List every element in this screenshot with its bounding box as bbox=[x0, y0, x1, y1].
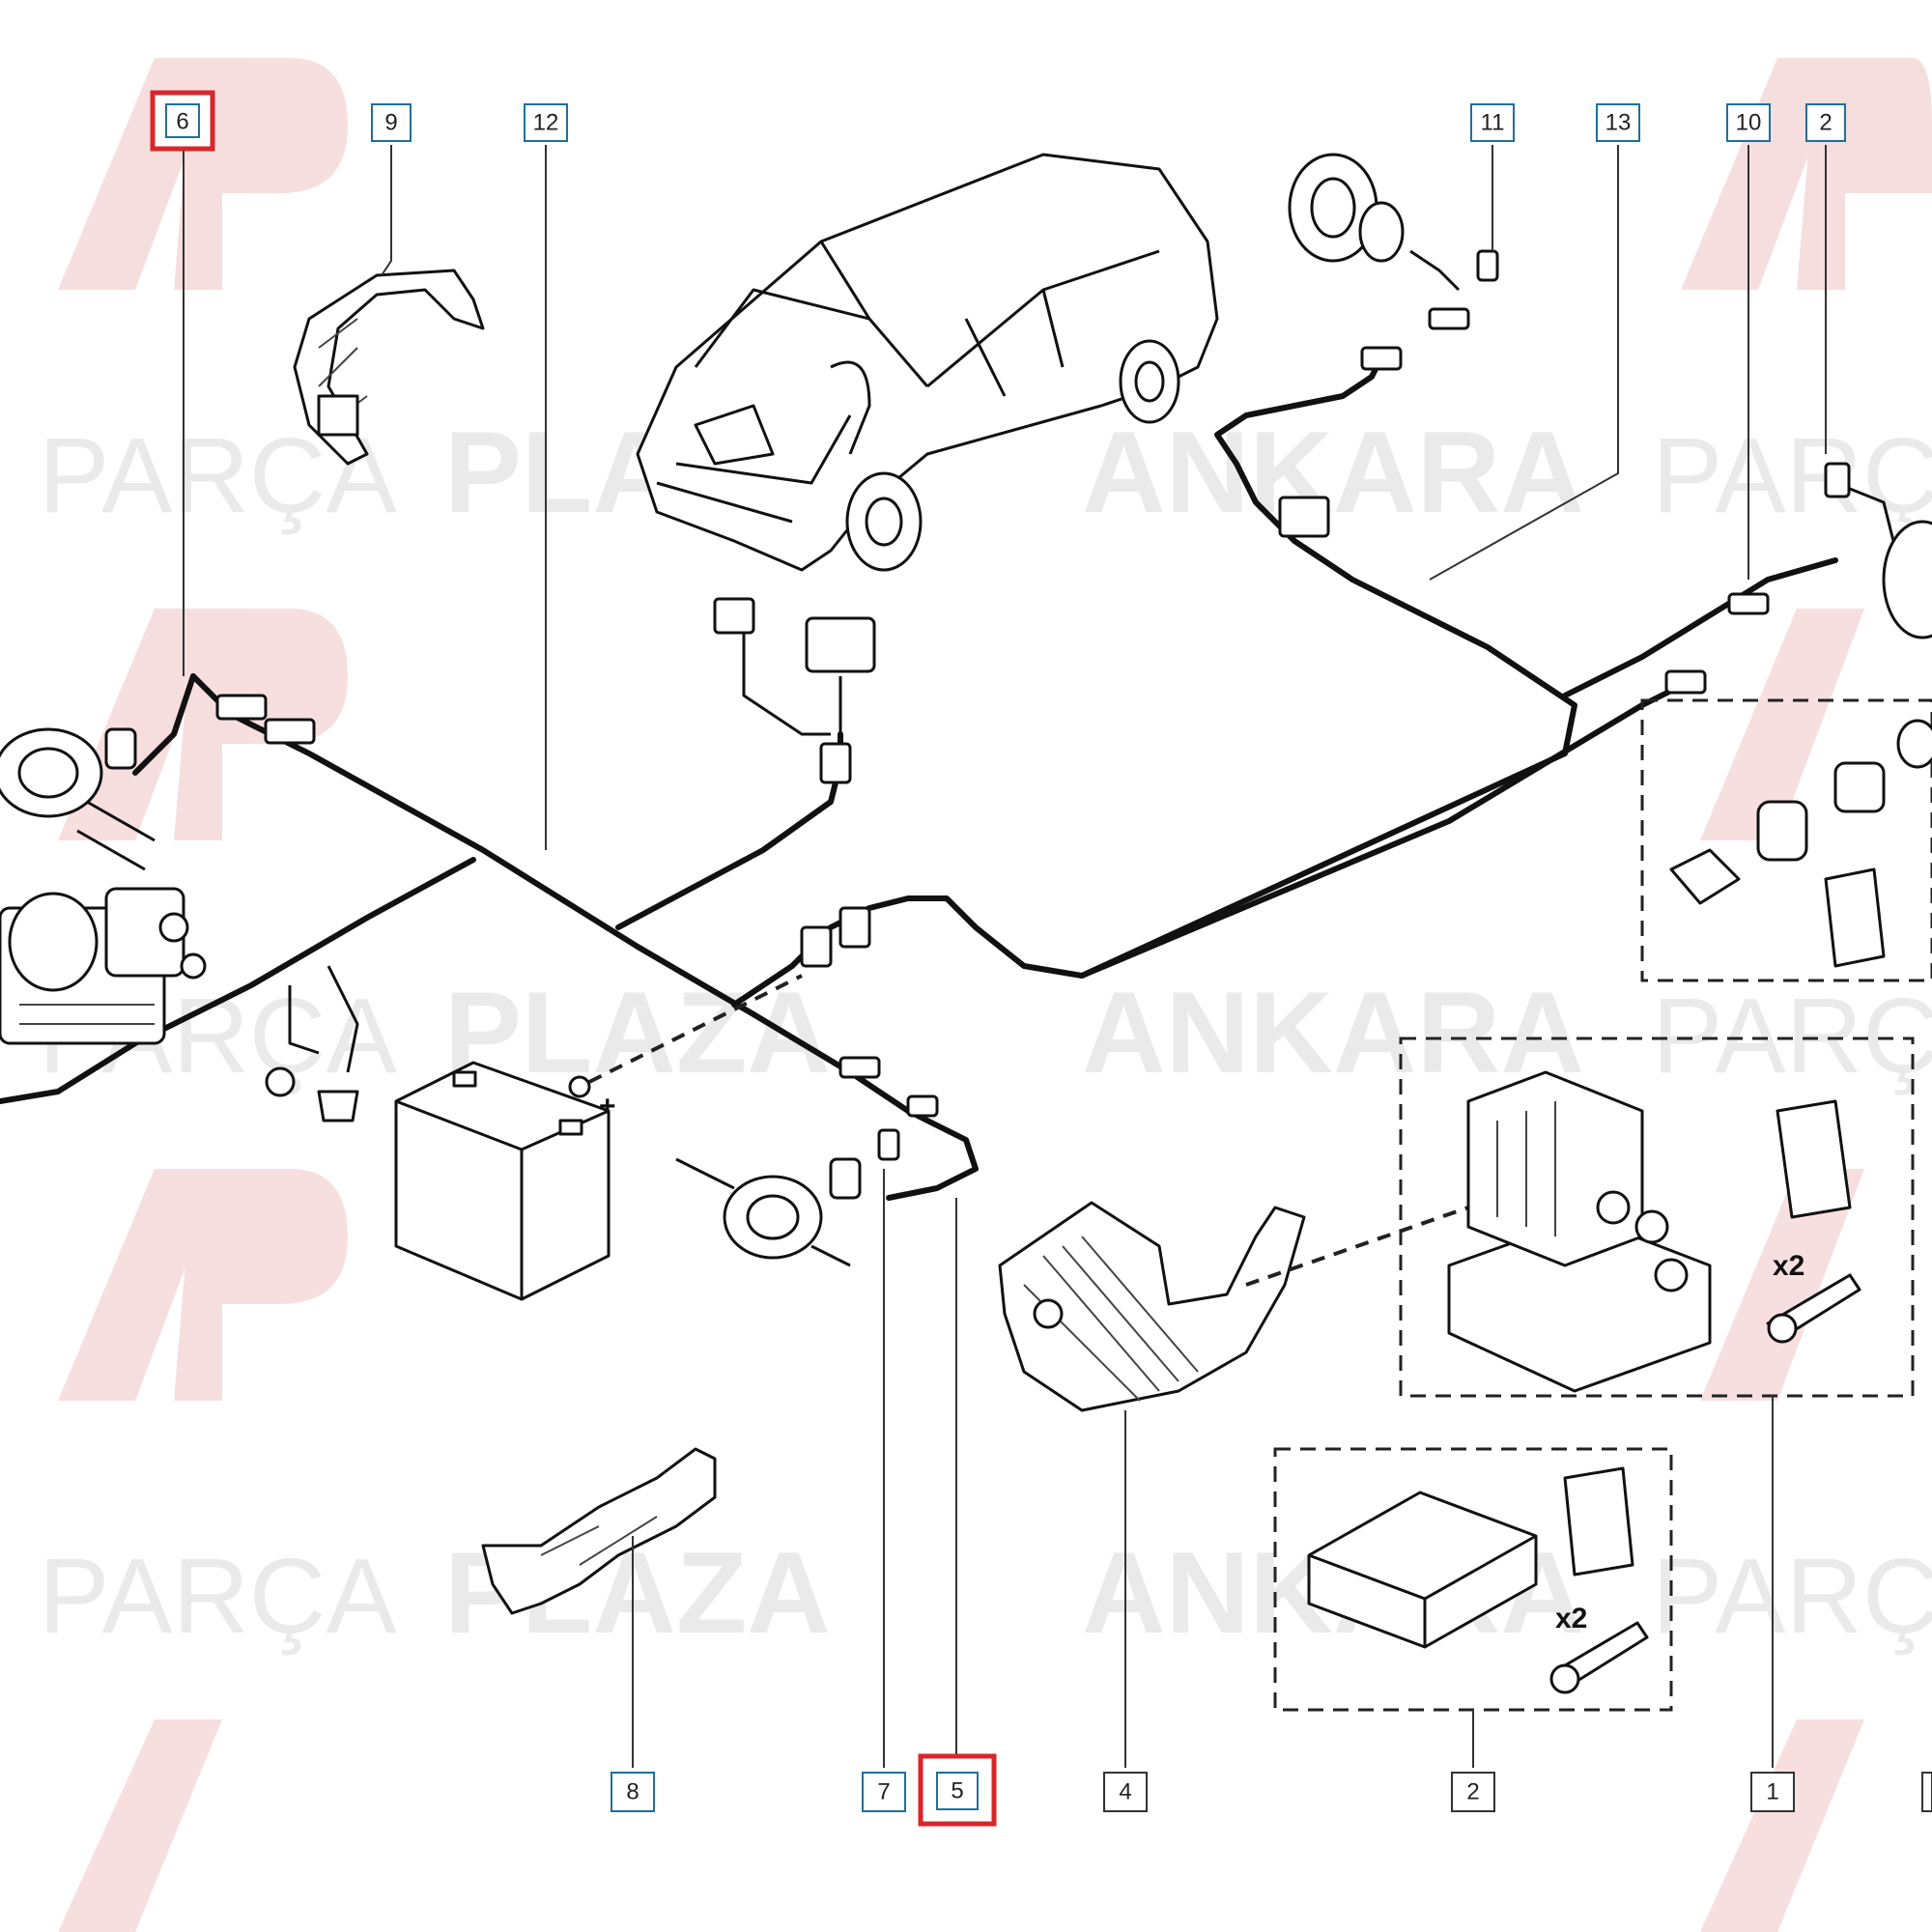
front-right-hub bbox=[675, 1128, 900, 1267]
connector bbox=[215, 694, 268, 721]
connector bbox=[1278, 496, 1330, 538]
connector bbox=[805, 616, 876, 673]
connector bbox=[264, 718, 316, 745]
battery-plus-label: + bbox=[599, 1091, 616, 1122]
watermark-parca: PARÇA bbox=[1652, 1537, 1932, 1656]
callout-1[interactable]: 1 bbox=[1750, 1772, 1795, 1812]
watermark-parca: PARÇA bbox=[39, 1537, 397, 1656]
callout-9[interactable]: 9 bbox=[371, 103, 412, 142]
callout-7-number: 7 bbox=[877, 1779, 890, 1805]
harness-connectors bbox=[215, 307, 1770, 1118]
callout-5-number: 5 bbox=[951, 1778, 963, 1804]
connector bbox=[1664, 669, 1707, 695]
instruction-sheet bbox=[1824, 867, 1886, 968]
ground-studs bbox=[265, 1066, 591, 1122]
callout-10[interactable]: 10 bbox=[1726, 103, 1771, 142]
rear-right-hub bbox=[1824, 462, 1932, 639]
connector bbox=[1428, 307, 1470, 330]
callout-8[interactable]: 8 bbox=[611, 1772, 655, 1812]
instruction-sheet bbox=[1563, 1466, 1634, 1577]
connector bbox=[1727, 592, 1770, 615]
callout-8-number: 8 bbox=[626, 1779, 639, 1805]
callouts-bottom: 8 7 5 4 2 1 bbox=[611, 1753, 1932, 1827]
bracket-8 bbox=[481, 1447, 717, 1615]
kit-box-sensor bbox=[1640, 698, 1932, 982]
callout-1-number: 1 bbox=[1766, 1779, 1778, 1805]
car-illustration bbox=[636, 153, 1219, 572]
connector bbox=[800, 925, 833, 968]
kit-1-quantity: x2 bbox=[1773, 1250, 1804, 1282]
callouts-top: 6 9 12 11 13 10 2 bbox=[150, 90, 1846, 152]
connector bbox=[1360, 346, 1403, 371]
callout-13[interactable]: 13 bbox=[1596, 103, 1640, 142]
callout-4[interactable]: 4 bbox=[1103, 1772, 1148, 1812]
callout-5[interactable]: 5 bbox=[918, 1753, 997, 1827]
callout-11[interactable]: 11 bbox=[1470, 103, 1515, 142]
front-left-hub bbox=[0, 727, 156, 871]
kit-box-2: x2 bbox=[1273, 1447, 1673, 1712]
callout-13-number: 13 bbox=[1605, 110, 1632, 136]
callout-10-number: 10 bbox=[1736, 110, 1762, 136]
battery: + bbox=[394, 974, 803, 1301]
left-abs-unit bbox=[0, 887, 207, 1045]
kit-box-1: x2 bbox=[1399, 1037, 1915, 1398]
callout-12[interactable]: 12 bbox=[524, 103, 568, 142]
callout-6-number: 6 bbox=[176, 109, 188, 135]
bracket-9 bbox=[293, 269, 485, 466]
connector bbox=[906, 1094, 939, 1118]
bracket-4 bbox=[998, 1201, 1469, 1412]
connector bbox=[713, 597, 755, 635]
watermark-parca: PARÇA bbox=[1652, 977, 1932, 1095]
connector bbox=[838, 906, 871, 949]
callout-2-top-number: 2 bbox=[1819, 110, 1832, 136]
callout-12-number: 12 bbox=[533, 110, 559, 136]
callout-7[interactable]: 7 bbox=[862, 1772, 906, 1812]
connector bbox=[838, 1056, 881, 1079]
callout-11-number: 11 bbox=[1481, 110, 1505, 136]
callout-6[interactable]: 6 bbox=[150, 90, 215, 152]
callout-2-top[interactable]: 2 bbox=[1805, 103, 1846, 142]
connector bbox=[819, 742, 852, 784]
callout-2-number: 2 bbox=[1466, 1779, 1479, 1805]
kit-2-quantity: x2 bbox=[1555, 1603, 1587, 1634]
callout-partial bbox=[1921, 1772, 1932, 1812]
callout-2[interactable]: 2 bbox=[1451, 1772, 1495, 1812]
watermark-parca: PARÇA bbox=[1652, 416, 1932, 535]
watermark-ankara: ANKARA bbox=[1082, 968, 1584, 1097]
watermark-ankara: ANKARA bbox=[1082, 408, 1584, 537]
callout-9-number: 9 bbox=[384, 110, 397, 136]
callout-4-number: 4 bbox=[1119, 1779, 1131, 1805]
instruction-sheet bbox=[1776, 1099, 1852, 1219]
rear-left-hub bbox=[1288, 153, 1499, 292]
leader-lines bbox=[183, 145, 1827, 1768]
